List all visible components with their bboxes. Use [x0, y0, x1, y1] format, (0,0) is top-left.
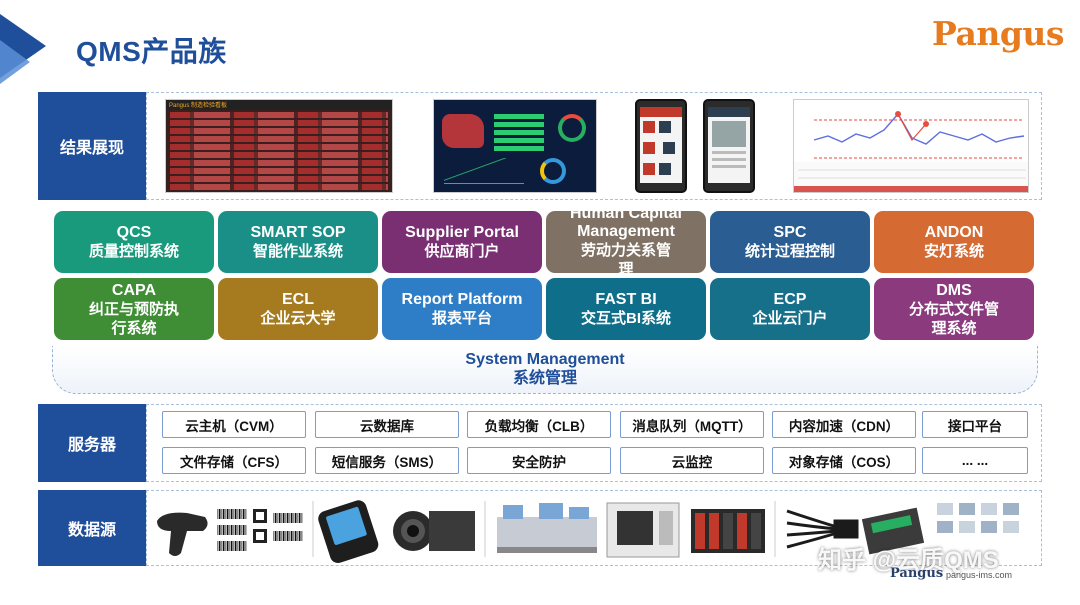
page-title: QMS产品族	[76, 36, 227, 67]
module-en-label: Report Platform	[401, 291, 523, 308]
spc-line-chart	[794, 111, 1028, 192]
service-0-5[interactable]: 接口平台	[922, 411, 1028, 438]
china-map-image	[442, 114, 484, 148]
results-row-label: 结果展现	[38, 92, 146, 200]
module-qcs[interactable]: QCS 质量控制系统	[54, 211, 214, 273]
sensors-icon	[937, 503, 1019, 533]
footer-logo: Pangus	[890, 566, 944, 581]
servers-panel	[146, 404, 1042, 482]
handheld-terminal-icon	[318, 500, 379, 563]
module-zh-label: 分布式文件管理系统	[908, 300, 999, 337]
module-en-label: SPC	[773, 224, 807, 241]
gauge-icon	[558, 114, 586, 142]
module-zh-label: 企业云门户	[752, 310, 828, 327]
service-0-1[interactable]: 云数据库	[315, 411, 459, 438]
results-showcase: Pangus 制造检验看板	[146, 92, 1042, 200]
module-spc[interactable]: SPC 统计过程控制	[710, 211, 870, 273]
module-en-label: Supplier Portal	[405, 224, 519, 241]
system-management-en: System Management	[465, 351, 625, 368]
module-en-label: SMART SOP	[250, 224, 346, 241]
barcode-scanner-icon	[157, 512, 208, 556]
module-zh-label: 智能作业系统	[252, 243, 343, 260]
pangus-logo: Pangus	[932, 14, 1064, 53]
module-zh-label: 劳动力关系管理	[580, 242, 671, 278]
industrial-camera-icon	[393, 511, 475, 551]
module-zh-label: 供应商门户	[424, 243, 500, 260]
service-0-0[interactable]: 云主机（CVM）	[162, 411, 306, 438]
module-en-label: CAPA	[111, 281, 157, 299]
service-1-2[interactable]: 安全防护	[467, 447, 611, 474]
production-line-icon	[497, 503, 597, 553]
module-ecp[interactable]: ECP 企业云门户	[710, 278, 870, 340]
service-0-4[interactable]: 内容加速（CDN）	[772, 411, 916, 438]
report-table-header: Pangus 制造检验看板	[166, 100, 392, 110]
datasource-panel	[146, 490, 1042, 566]
service-0-3[interactable]: 消息队列（MQTT）	[620, 411, 764, 438]
module-en-label: Human Capital Management	[569, 205, 682, 240]
module-zh-label: 报表平台	[431, 310, 492, 327]
system-management-bar[interactable]: System Management 系统管理	[52, 346, 1038, 394]
mobile-app-screenshot-2	[703, 99, 755, 193]
module-zh-label: 质量控制系统	[88, 243, 179, 260]
module-zh-label: 统计过程控制	[744, 243, 835, 260]
datasource-row-label: 数据源	[38, 490, 146, 566]
barcode-icon	[217, 509, 303, 551]
module-supplier-portal[interactable]: Supplier Portal 供应商门户	[382, 211, 542, 273]
system-management-zh: 系统管理	[512, 370, 577, 387]
iot-gateway-icon	[861, 507, 925, 555]
module-en-label: QCS	[116, 224, 152, 241]
zhihu-watermark: 知乎 @云质QMS	[818, 547, 999, 574]
corner-arrow-accent	[0, 40, 30, 84]
device-images	[157, 500, 1019, 563]
module-report-platform[interactable]: Report Platform 报表平台	[382, 278, 542, 340]
service-1-0[interactable]: 文件存储（CFS）	[162, 447, 306, 474]
module-zh-label: 安灯系统	[923, 243, 984, 260]
dashboard-screenshot	[433, 99, 597, 193]
service-1-4[interactable]: 对象存储（COS）	[772, 447, 916, 474]
module-zh-label: 纠正与预防执行系统	[88, 300, 179, 337]
module-en-label: ECL	[282, 291, 314, 308]
module-en-label: DMS	[936, 281, 972, 299]
spc-chart-screenshot	[793, 99, 1029, 193]
report-table-screenshot: Pangus 制造检验看板	[165, 99, 393, 193]
module-smart-sop[interactable]: SMART SOP 智能作业系统	[218, 211, 378, 273]
footer-url: pangus-ims.com	[946, 570, 1013, 580]
cnc-machine-icon	[606, 502, 680, 558]
servers-row-label: 服务器	[38, 404, 146, 482]
service-0-2[interactable]: 负载均衡（CLB）	[467, 411, 611, 438]
service-1-5[interactable]: ... ...	[922, 447, 1028, 474]
mobile-app-screenshot	[635, 99, 687, 193]
module-ecl[interactable]: ECL 企业云大学	[218, 278, 378, 340]
module-en-label: ANDON	[924, 224, 984, 241]
module-en-label: ECP	[773, 291, 807, 308]
module-zh-label: 交互式BI系统	[580, 310, 671, 327]
module-en-label: FAST BI	[595, 291, 657, 308]
gauge-icon	[540, 158, 566, 184]
module-zh-label: 企业云大学	[260, 310, 336, 327]
serial-cable-icon	[786, 509, 859, 549]
plc-controller-icon	[691, 509, 765, 553]
module-andon[interactable]: ANDON 安灯系统	[874, 211, 1034, 273]
module-fast-bi[interactable]: FAST BI 交互式BI系统	[546, 278, 706, 340]
service-1-1[interactable]: 短信服务（SMS）	[315, 447, 459, 474]
service-1-3[interactable]: 云监控	[620, 447, 764, 474]
